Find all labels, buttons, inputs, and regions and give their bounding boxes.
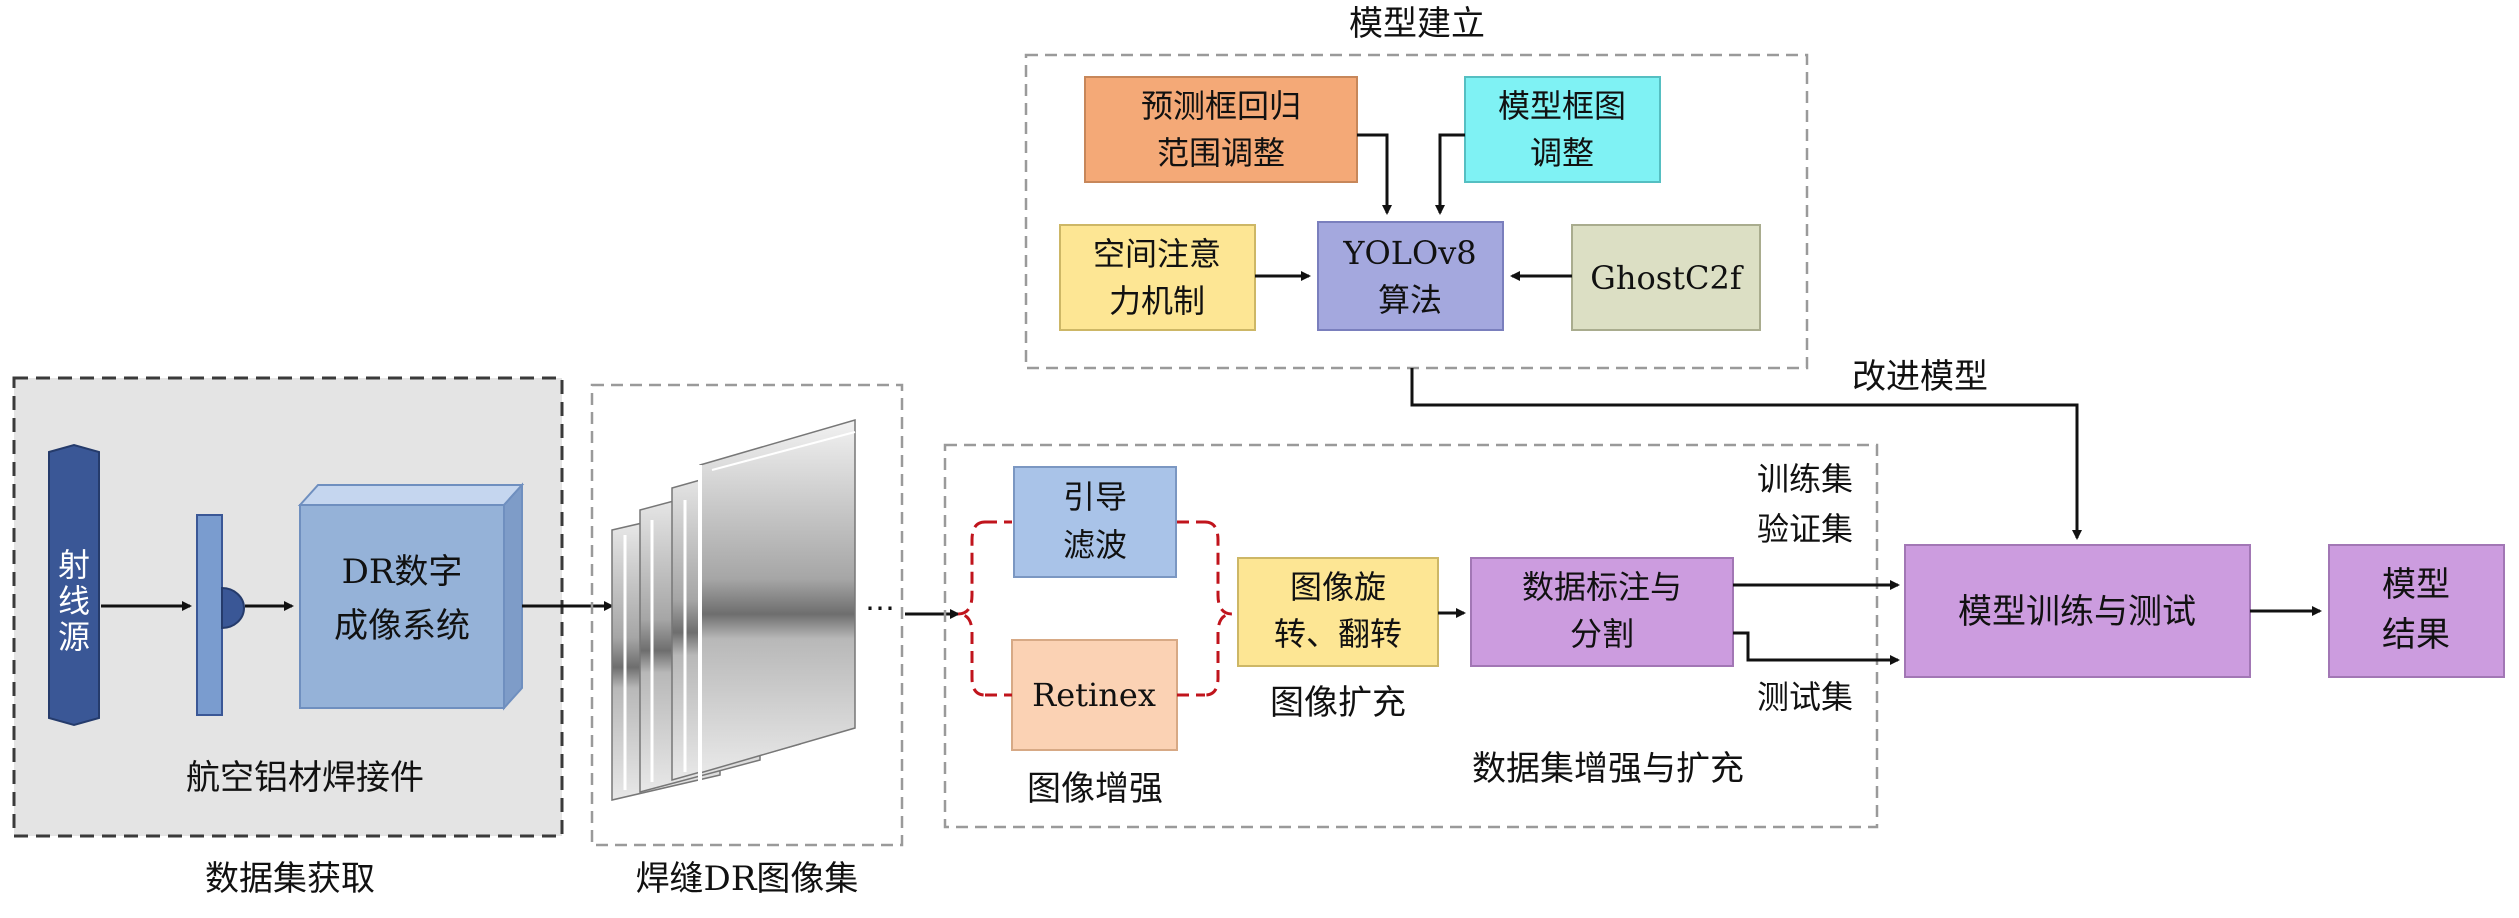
guided-filter-label: 引导: [1063, 478, 1127, 516]
right-red-bracket: [1177, 520, 1233, 697]
acquisition-section: 射 线 源 DR数字 成像系统 航空铝材焊接件: [12, 376, 564, 838]
rotate-flip-box: [1237, 557, 1439, 667]
yolo-box: [1317, 221, 1504, 331]
image-set-region: [590, 383, 904, 847]
detector-dome: [221, 586, 245, 630]
acquisition-section-label: 数据集获取: [205, 859, 375, 899]
guided-filter-label-2: 滤波: [1063, 526, 1127, 564]
radiation-source-shape: [48, 443, 100, 727]
retinex-label: Retinex: [1032, 676, 1156, 714]
enhancement-section-label: 数据集增强与扩充: [1472, 749, 1744, 789]
frame-adjust-box: [1464, 76, 1661, 183]
imaging-system-label: DR数字: [342, 552, 463, 592]
enhancement-region: [943, 443, 1879, 829]
frame-adjust-label: 模型框图: [1498, 87, 1626, 125]
train-test-label: 模型训练与测试: [1958, 592, 2196, 632]
frame-adjust-label-2: 调整: [1530, 134, 1594, 172]
test-set-label: 测试集: [1757, 678, 1853, 716]
annotate-box: [1470, 557, 1734, 667]
result-label: 模型: [2382, 565, 2450, 605]
expand-label: 图像扩充: [1270, 683, 1406, 723]
attention-label: 空间注意: [1093, 235, 1221, 273]
image-set-section: ⋯: [590, 383, 904, 847]
annotate-label-2: 分割: [1570, 615, 1634, 653]
regression-box: [1084, 76, 1358, 183]
training-section: 模型训练与测试 模型 结果: [1904, 544, 2505, 678]
result-box: [2328, 544, 2505, 678]
model-build-section-label: 模型建立: [1349, 4, 1485, 44]
regression-label: 预测框回归: [1141, 87, 1301, 125]
model-build-region: [1024, 53, 1809, 370]
detector-plate: [196, 514, 223, 716]
ghost-box: [1571, 224, 1761, 331]
result-label-2: 结果: [2382, 615, 2450, 655]
annotate-label: 数据标注与: [1522, 568, 1682, 606]
weld-image-stack: [611, 419, 856, 801]
enhance-label: 图像增强: [1027, 769, 1163, 809]
radiation-source-label: 射: [58, 546, 90, 584]
retinex-box: [1011, 639, 1178, 751]
image-set-ellipsis: ⋯: [865, 591, 895, 626]
left-red-bracket: [957, 520, 1012, 697]
model-build-section: 预测框回归 范围调整 模型框图 调整 空间注意 力机制 YOLOv8 算法 Gh…: [1024, 53, 1809, 370]
attention-label-2: 力机制: [1109, 282, 1205, 320]
arrow-frame-to-yolo: [1435, 133, 1465, 215]
enhancement-section: 引导 滤波 Retinex 图像增强 图像旋 转、翻转 图像扩充 数据标注与 分…: [943, 443, 1879, 829]
imaging-system-label-2: 成像系统: [334, 606, 470, 646]
rotate-flip-label: 图像旋: [1290, 568, 1386, 606]
workpiece-label: 航空铝材焊接件: [186, 758, 424, 798]
train-test-box: [1904, 544, 2251, 678]
regression-label-2: 范围调整: [1157, 134, 1285, 172]
radiation-source-label-2: 线: [58, 582, 90, 620]
imaging-system-box: [297, 482, 525, 711]
train-val-label-2: 验证集: [1757, 510, 1853, 548]
train-val-label: 训练集: [1757, 460, 1853, 498]
guided-filter-box: [1013, 466, 1177, 578]
yolo-label: YOLOv8: [1342, 234, 1476, 272]
yolo-label-2: 算法: [1378, 281, 1442, 319]
rotate-flip-label-2: 转、翻转: [1274, 615, 1402, 653]
image-set-section-label: 焊缝DR图像集: [636, 859, 859, 899]
arrow-improved-model: [1410, 368, 2082, 540]
arrow-annotate-to-train-lower: [1733, 631, 1900, 665]
arrow-regression-to-yolo: [1357, 133, 1392, 215]
radiation-source-label-3: 源: [58, 618, 90, 656]
ghost-label: GhostC2f: [1590, 259, 1744, 297]
improved-model-label: 改进模型: [1852, 357, 1988, 397]
